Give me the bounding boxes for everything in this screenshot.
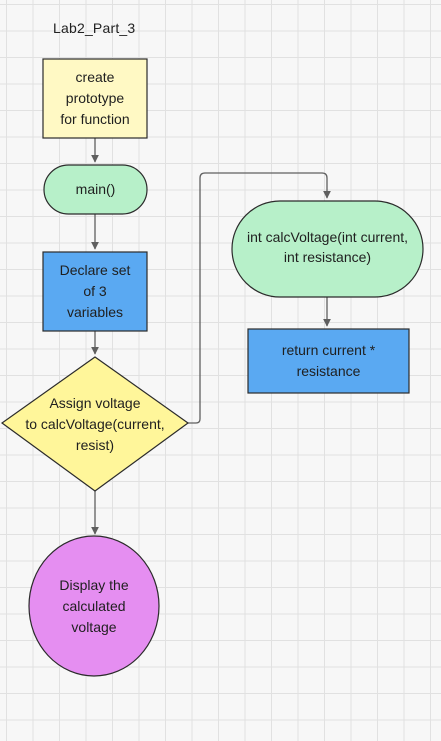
nodes bbox=[0, 58, 424, 677]
node-prototype-box bbox=[42, 58, 148, 139]
connectors bbox=[91, 138, 331, 535]
diagram-title: Lab2_Part_3 bbox=[53, 20, 136, 36]
node-declare-box bbox=[42, 251, 148, 332]
node-display-ellipse bbox=[28, 535, 160, 677]
node-calc-terminal bbox=[231, 200, 424, 298]
node-return-box bbox=[247, 328, 410, 394]
node-main-terminal bbox=[43, 164, 148, 215]
edge-assign-calc bbox=[188, 172, 331, 424]
node-assign-decision bbox=[0, 356, 190, 492]
